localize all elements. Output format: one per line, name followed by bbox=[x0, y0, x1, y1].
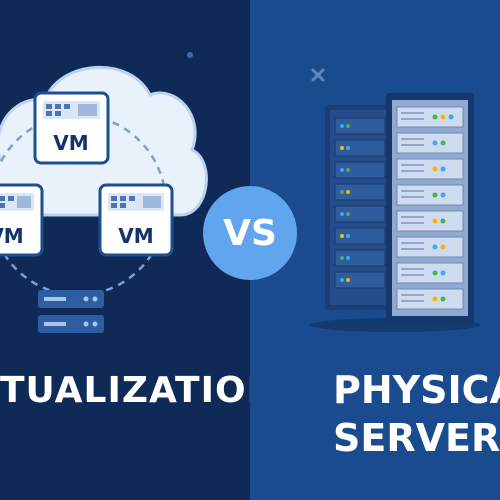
virtualization-caption: TUALIZATION bbox=[0, 370, 250, 420]
physical-caption-line1: PHYSICA bbox=[333, 368, 500, 412]
vs-badge: VS bbox=[203, 186, 297, 280]
cross-icon bbox=[311, 68, 325, 82]
physical-server-caption: PHYSICA SERVER bbox=[333, 366, 500, 466]
vm-label: VM bbox=[53, 131, 88, 155]
virtual-machine-icon bbox=[33, 91, 110, 165]
physical-caption-line2: SERVER bbox=[333, 416, 500, 460]
virtual-machine-icon bbox=[0, 183, 44, 257]
virtual-machine-icon bbox=[98, 183, 174, 257]
virtualization-caption-text: TUALIZATION bbox=[0, 370, 250, 411]
server-stack-icon bbox=[38, 290, 104, 333]
vm-label: VM bbox=[118, 224, 153, 248]
server-rack-icon bbox=[310, 93, 480, 332]
vm-label: VM bbox=[0, 224, 24, 248]
vs-label: VS bbox=[223, 212, 277, 254]
